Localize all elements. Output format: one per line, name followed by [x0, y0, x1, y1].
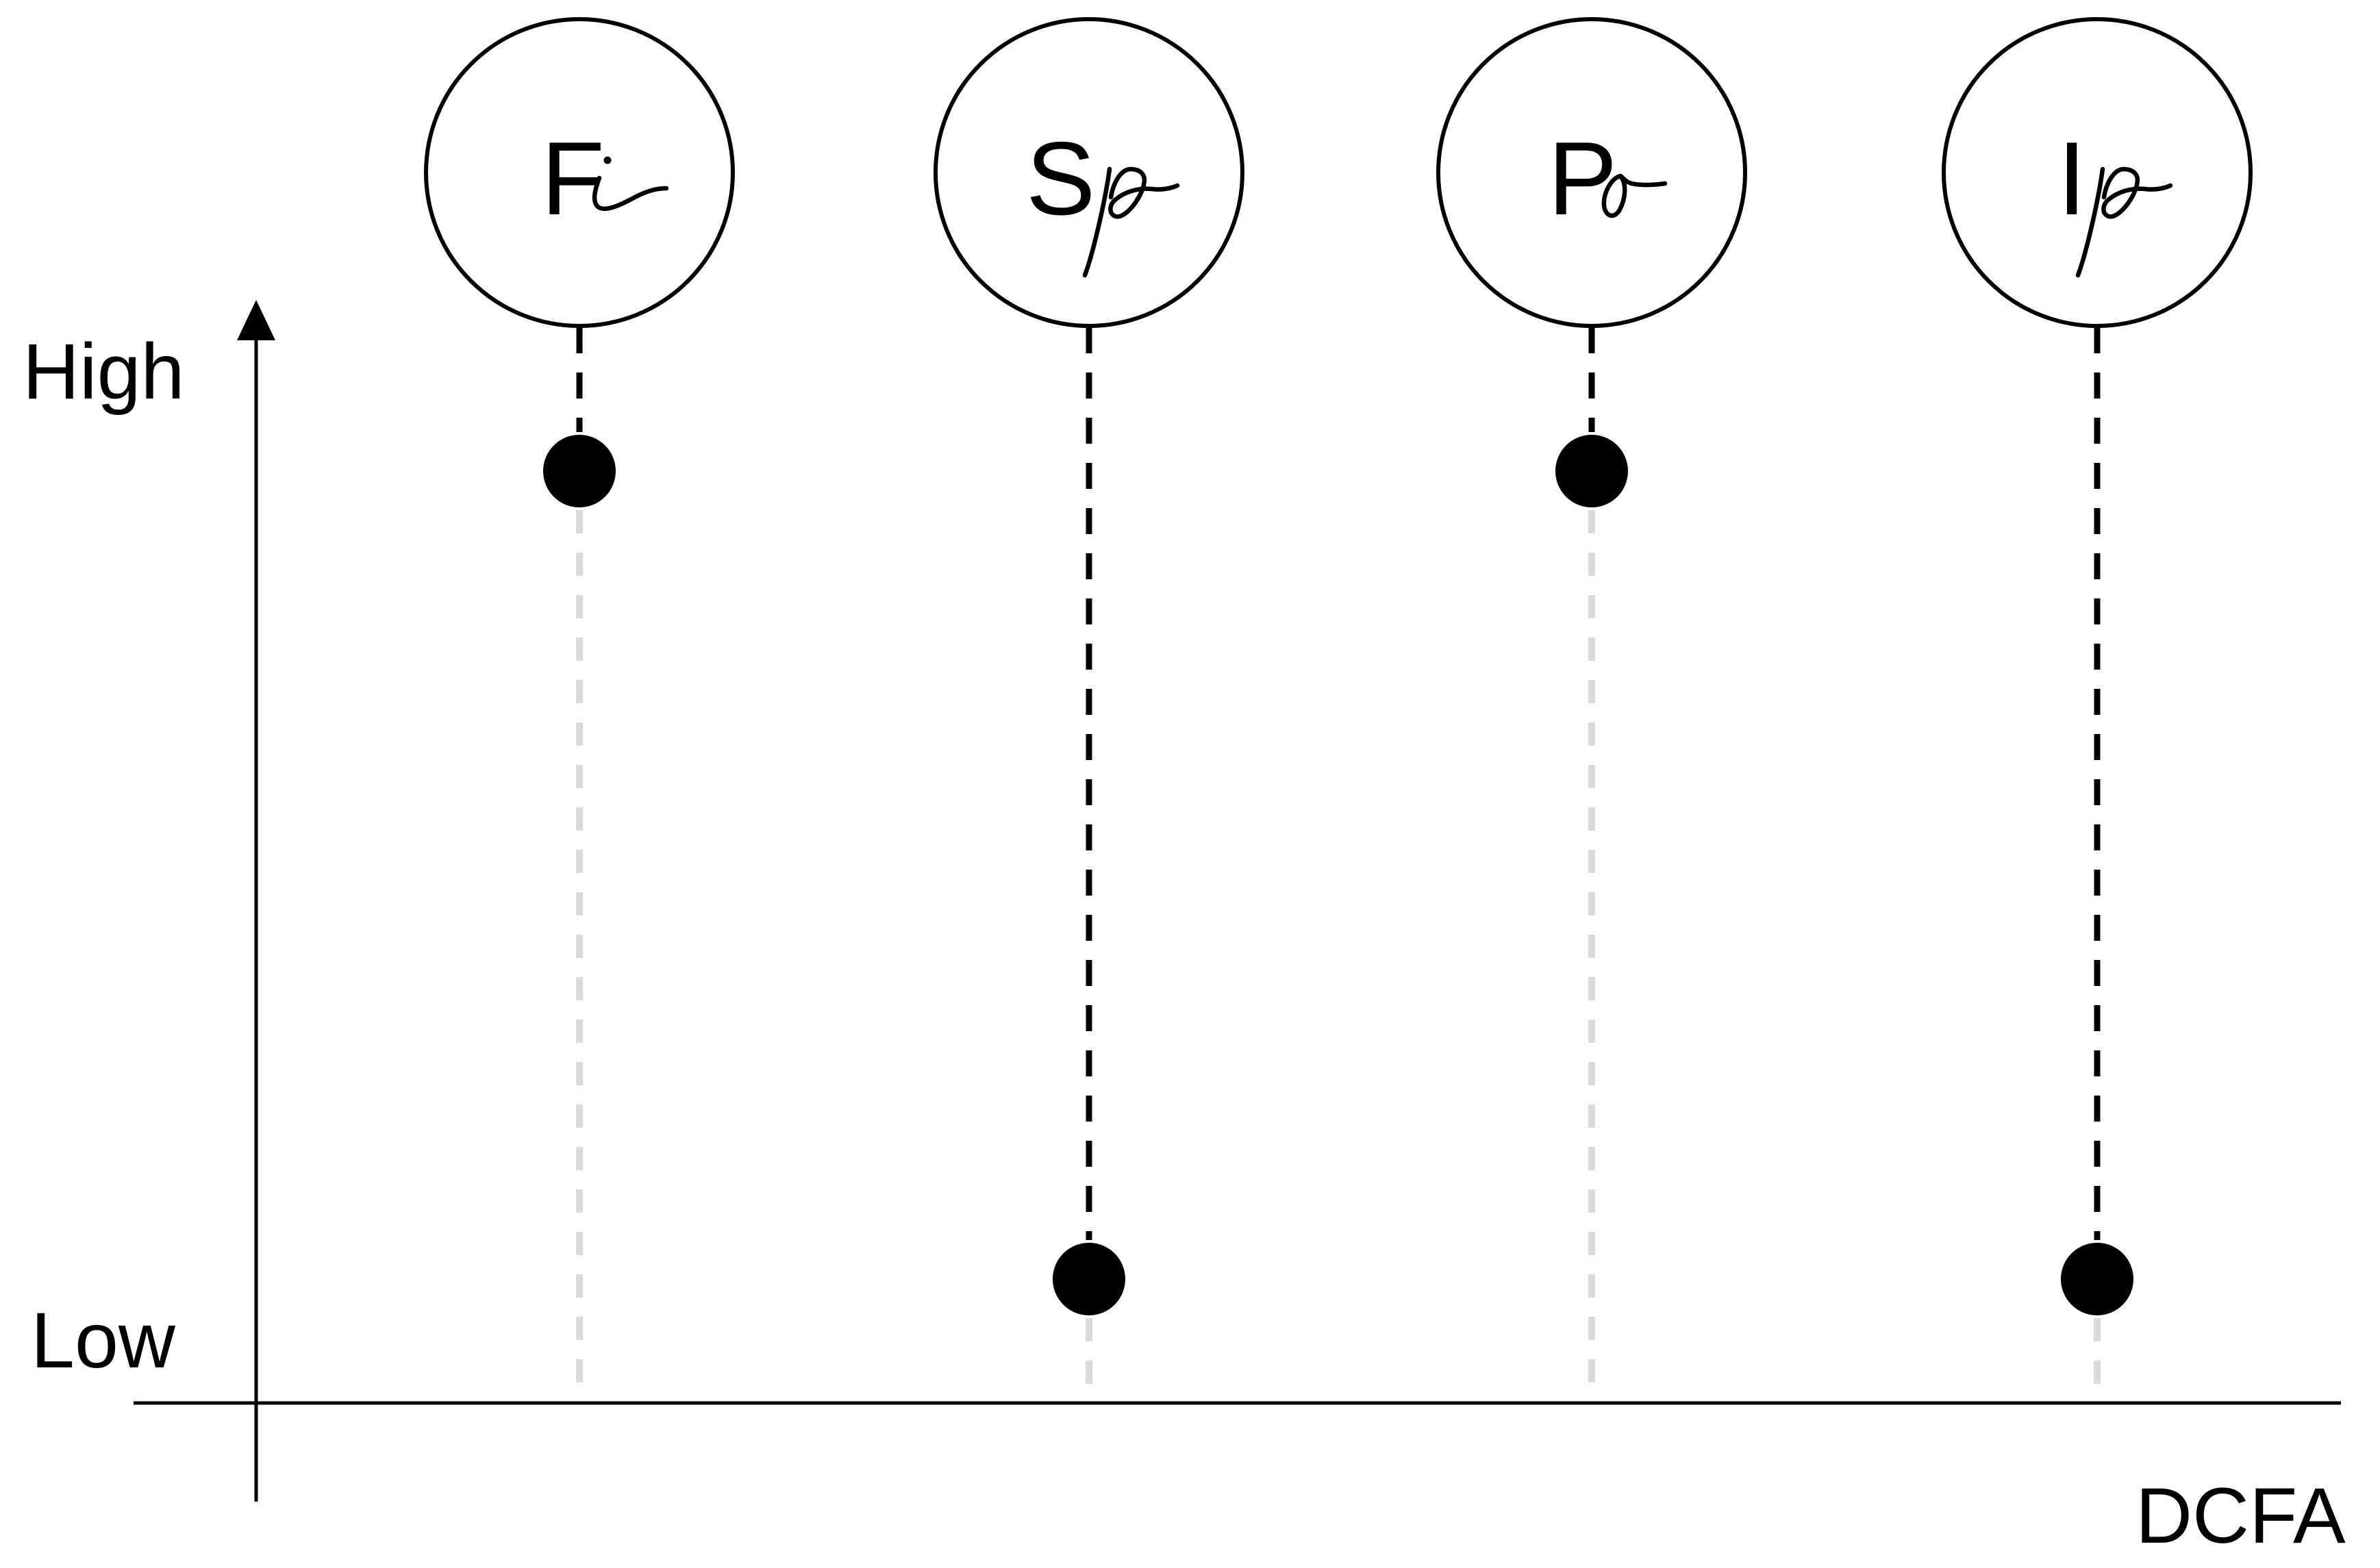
sp-main-letter: S	[1026, 121, 1095, 237]
fi-data-dot	[543, 435, 616, 507]
node-ip: I	[1942, 17, 2253, 1401]
fi-main-letter: F	[541, 121, 605, 237]
ip-main-letter: I	[2057, 121, 2086, 237]
script-letter-p-glyph	[1082, 166, 1180, 278]
y-axis-low-label: Low	[31, 1297, 176, 1384]
po-circle	[1436, 17, 1747, 328]
ip-data-dot	[2061, 1243, 2133, 1315]
fi-circle	[424, 17, 735, 328]
script-letter-i-glyph	[592, 156, 669, 212]
node-sp: S	[934, 17, 1244, 1401]
ip-circle	[1942, 17, 2253, 328]
node-fi: F	[424, 17, 735, 1401]
po-data-dot	[1555, 435, 1628, 507]
y-axis-high-label: High	[23, 328, 185, 416]
script-letter-o-glyph	[1601, 173, 1668, 218]
sp-data-dot	[1053, 1243, 1125, 1315]
y-axis	[237, 300, 275, 1502]
sp-circle	[934, 17, 1244, 328]
po-main-letter: P	[1548, 121, 1617, 237]
script-letter-p-glyph	[2075, 166, 2173, 278]
node-po: P	[1436, 17, 1747, 1401]
y-axis-arrowhead-icon	[237, 300, 275, 340]
x-axis-title: DCFA	[2135, 1472, 2346, 1560]
